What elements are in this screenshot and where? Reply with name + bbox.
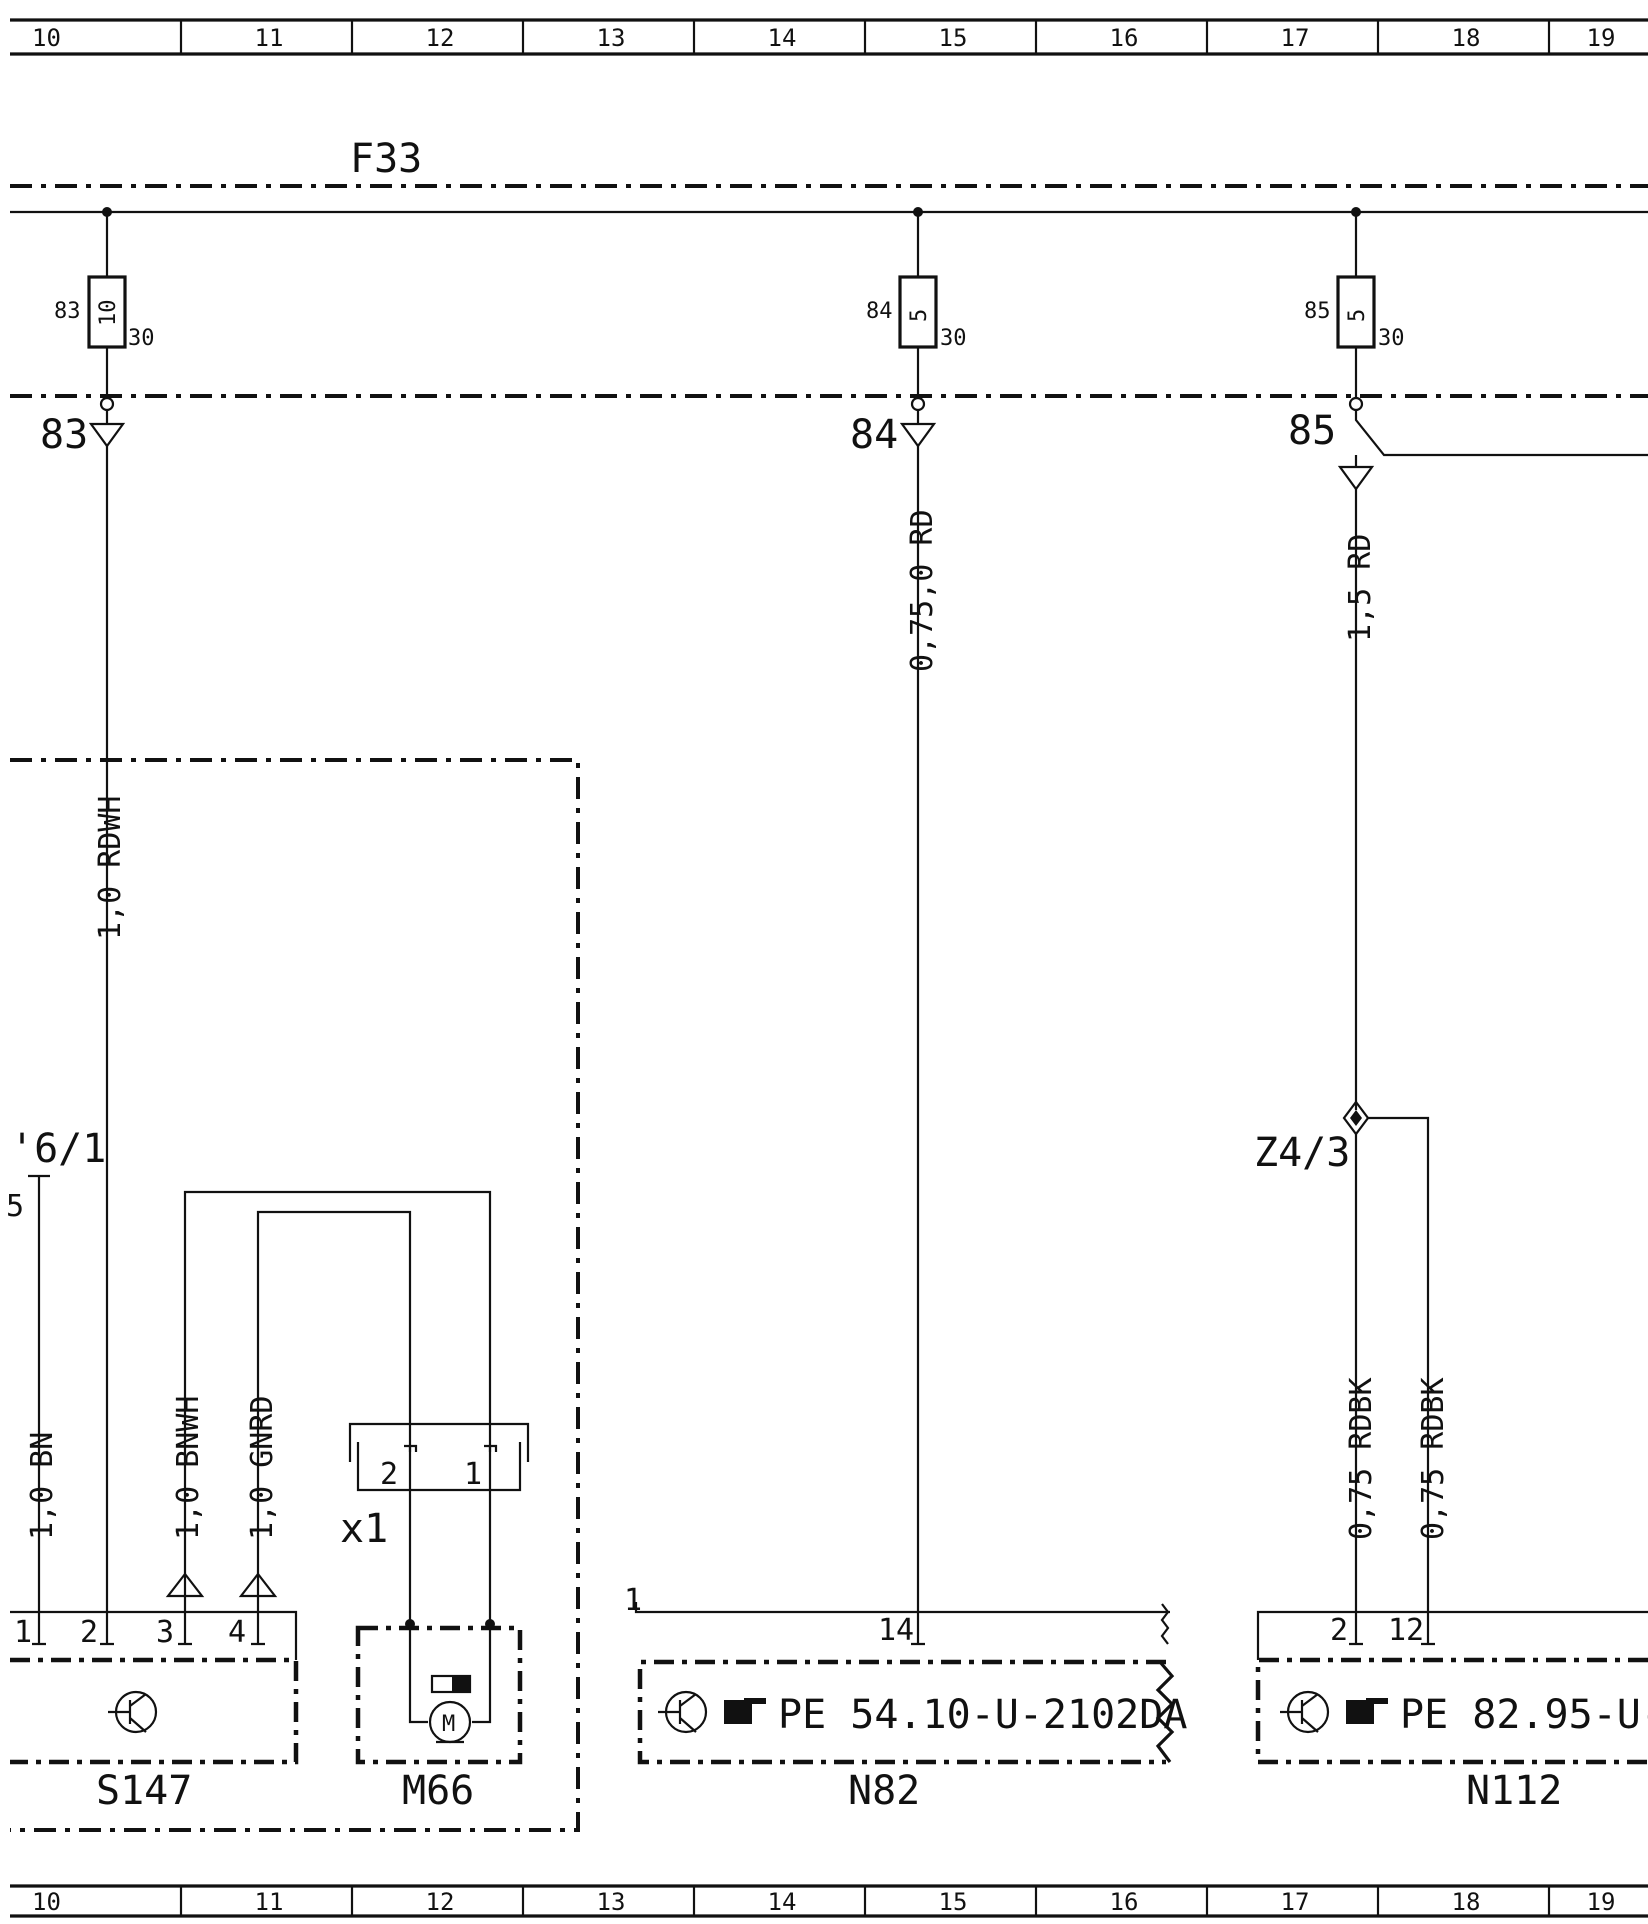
offpage-ref: '6/1 (10, 1126, 106, 1172)
transistor-icon (658, 1690, 708, 1734)
n82-label: N82 (848, 1768, 920, 1814)
wire-label-bn: 1,0 BN (25, 1432, 60, 1540)
fuse-85-branch: 5 85 30 85 1,5 RD (1288, 207, 1648, 1110)
top-grid-column-15: 15 (939, 24, 968, 52)
fuse-85-rating: 5 (1345, 309, 1370, 322)
motor-symbol: M (442, 1712, 455, 1737)
top-grid-column-10: 10 (32, 24, 61, 52)
wire-label-84: 0,75,0 RD (905, 509, 940, 672)
n82-ref: PE 54.10-U-2102DA (778, 1692, 1187, 1738)
bottom-grid-column-10: 10 (32, 1888, 61, 1916)
component-s147: 1 2 3 4 S147 (10, 1610, 299, 1814)
fuse-84-terminal: 30 (940, 326, 967, 351)
top-grid-column-16: 16 (1110, 24, 1139, 52)
pointing-hand-icon (724, 1698, 766, 1724)
fuse-box-f33: F33 (10, 136, 1648, 398)
fuse-83-rating: 10 (96, 300, 121, 327)
component-n82: 1 14 PE 54.10-U-2102DA N82 (624, 1583, 1187, 1814)
bus-label: F33 (350, 136, 422, 182)
top-grid-column-13: 13 (597, 24, 626, 52)
fuse-85-terminal: 30 (1378, 326, 1405, 351)
offpage-connector: '6/1 5 1,0 BN (6, 1126, 106, 1636)
bottom-grid-column-18: 18 (1452, 1888, 1481, 1916)
wire-label-bnwh: 1,0 BNWH (171, 1396, 206, 1541)
bottom-grid-column-16: 16 (1110, 1888, 1139, 1916)
transistor-icon (1280, 1690, 1330, 1734)
pointing-hand-icon (1346, 1698, 1388, 1724)
bottom-grid-ruler: 10 11 12 13 14 15 16 17 18 19 (10, 1884, 1648, 1918)
offpage-partial: 5 (6, 1189, 24, 1224)
bottom-grid-column-17: 17 (1281, 1888, 1310, 1916)
s147-pin-2-label: 2 (80, 1615, 98, 1650)
connector-x1: 2 1 x1 (340, 1380, 530, 1624)
s147-pin-3-label: 3 (156, 1615, 174, 1650)
n82-pin-14: 14 (878, 1613, 914, 1648)
top-grid-column-18: 18 (1452, 24, 1481, 52)
component-m66: M M66 (355, 1619, 523, 1814)
n112-label: N112 (1466, 1768, 1562, 1814)
connector-x1-pin-2: 2 (380, 1457, 398, 1492)
top-grid-ruler: 10 11 12 13 14 15 16 17 18 19 (10, 18, 1648, 56)
wire-label-rdbk-1: 0,75 RDBK (1344, 1377, 1379, 1540)
wire-label-gnrd: 1,0 GNRD (245, 1396, 280, 1541)
fuse-84-rating: 5 (907, 309, 932, 322)
s147-pin-1-label: 1 (14, 1615, 32, 1650)
ground-label-85: 85 (1288, 408, 1336, 454)
motor-icon: M (428, 1700, 472, 1744)
transistor-icon (108, 1690, 158, 1734)
bottom-grid-column-15: 15 (939, 1888, 968, 1916)
bottom-grid-column-11: 11 (255, 1888, 284, 1916)
s147-pin-2: 2 (80, 1615, 114, 1650)
fuse-83-number: 83 (54, 299, 81, 324)
n112-pin-2: 2 (1330, 1613, 1348, 1648)
splice-z4-3: Z4/3 0,75 RDBK 0,75 RDBK (1254, 1100, 1451, 1636)
wire-label-85: 1,5 RD (1343, 534, 1378, 642)
wire-label-rdbk-2: 0,75 RDBK (1416, 1377, 1451, 1540)
top-grid-column-12: 12 (426, 24, 455, 52)
top-grid-column-17: 17 (1281, 24, 1310, 52)
n112-ref: PE 82.95-U- (1400, 1692, 1648, 1738)
s147-pin-4-label: 4 (228, 1615, 246, 1650)
bottom-grid-column-19: 19 (1587, 1888, 1616, 1916)
s147-pin-1: 1 (14, 1615, 46, 1650)
bottom-grid-column-12: 12 (426, 1888, 455, 1916)
s147-pin-4: 4 (228, 1615, 265, 1650)
bottom-grid-column-14: 14 (768, 1888, 797, 1916)
m66-label: M66 (402, 1768, 474, 1814)
top-grid-column-14: 14 (768, 24, 797, 52)
n112-pin-12: 12 (1388, 1613, 1424, 1648)
fuse-83-terminal: 30 (128, 326, 155, 351)
top-grid-column-11: 11 (255, 24, 284, 52)
n82-edge-pin: 1 (624, 1583, 642, 1618)
fuse-83-branch: 10 83 30 83 1,0 RDWH (40, 207, 155, 1636)
fuse-85-number: 85 (1304, 299, 1331, 324)
top-grid-column-19: 19 (1587, 24, 1616, 52)
component-n112: 2 12 PE 82.95-U- N112 (1255, 1610, 1648, 1814)
fuse-84-number: 84 (866, 299, 893, 324)
connector-x1-label: x1 (340, 1506, 388, 1552)
s147-label: S147 (96, 1768, 192, 1814)
fuse-84-branch: 5 84 30 84 0,75,0 RD (850, 207, 967, 1636)
bottom-grid-column-13: 13 (597, 1888, 626, 1916)
wire-label-83: 1,0 RDWH (93, 796, 128, 941)
s147-pin-3: 3 (156, 1615, 192, 1650)
signal-wires: 1,0 BNWH 1,0 GNRD (165, 1190, 492, 1636)
enclosure-s147-m66 (10, 758, 580, 1832)
connector-x1-pin-1: 1 (464, 1457, 482, 1492)
ground-label-84: 84 (850, 412, 898, 458)
ground-label-83: 83 (40, 412, 88, 458)
splice-label: Z4/3 (1254, 1130, 1350, 1176)
